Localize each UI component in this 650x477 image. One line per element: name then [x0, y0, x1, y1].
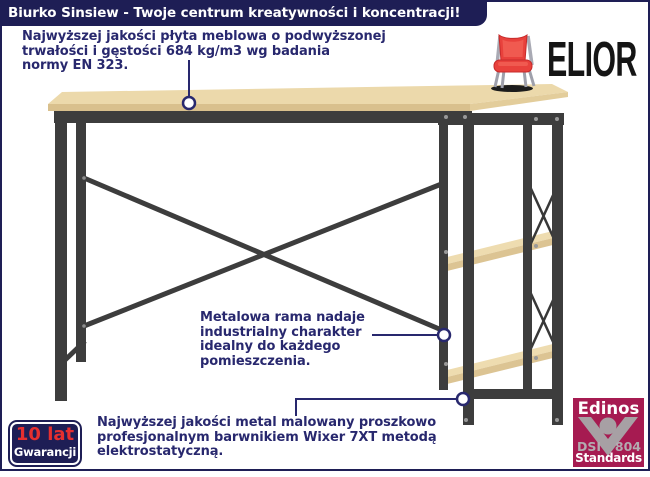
annotation-middle-text: Metalowa rama nadaje industrialny charak… [200, 310, 365, 369]
edinos-wordmark: Edinos [577, 399, 640, 418]
text-line: industrialny charakter [200, 324, 362, 340]
annotation-bottom-text: Najwyższej jakości metal malowany proszk… [97, 415, 437, 460]
standards-label: Standards [575, 451, 642, 465]
elior-logo: ELIOR [487, 30, 642, 96]
text-line: normy EN 323. [22, 58, 129, 74]
text-line: profesjonalnym barwnikiem Wixer 7XT meto… [97, 429, 437, 445]
text-line: idealny do każdego [200, 339, 341, 355]
standards-number: 804 [614, 439, 641, 454]
pointer-middle-marker [436, 327, 452, 343]
desk-top [48, 84, 568, 111]
dsi-label: DSI [577, 439, 602, 454]
text-line: pomieszczenia. [200, 353, 311, 369]
annotation-pointers [181, 60, 471, 416]
desk-frame [54, 111, 564, 401]
warranty-years: 10 lat [15, 424, 75, 445]
banner: Biurko Sinsiew - Twoje centrum kreatywno… [0, 0, 487, 26]
warranty-badge: 10 lat Gwarancji [8, 420, 82, 467]
text-line: Najwyższej jakości płyta meblowa o podwy… [22, 29, 386, 44]
warranty-badge-inner: 10 lat Gwarancji [10, 422, 80, 465]
warranty-label: Gwarancji [13, 445, 77, 459]
text-line: Najwyższej jakości metal malowany proszk… [97, 415, 437, 430]
chair-icon [491, 33, 536, 92]
edinos-v-icon [578, 417, 638, 456]
text-line: Metalowa rama nadaje [200, 310, 365, 325]
text-line: elektrostatyczną. [97, 444, 224, 460]
pointer-top-marker [181, 95, 197, 111]
elior-wordmark: ELIOR [547, 33, 637, 87]
annotation-top-text: Najwyższej jakości płyta meblowa o podwy… [22, 29, 386, 74]
pointer-bottom-line [295, 398, 456, 416]
banner-title: Biurko Sinsiew - Twoje centrum kreatywno… [8, 5, 461, 21]
text-line: trwałości i gęstości 684 kg/m3 wg badani… [22, 43, 330, 59]
standards-badge: Edinos DSI 804 Standards [573, 398, 644, 467]
shelf-unit [439, 115, 563, 425]
pointer-bottom-marker [455, 391, 471, 407]
